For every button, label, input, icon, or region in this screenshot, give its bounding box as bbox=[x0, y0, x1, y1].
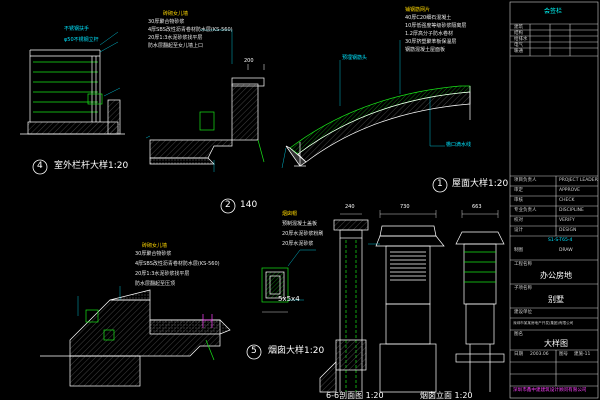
note-parapet-4: 防水层翻起至女儿墙上口 bbox=[148, 43, 204, 49]
dim-elev-a-width: 730 bbox=[400, 204, 410, 210]
detail-4-title: 室外栏杆大样1:20 bbox=[54, 161, 129, 171]
tb-row-1-key: 审定 bbox=[514, 188, 523, 193]
tb-date-label: 日期 bbox=[514, 352, 523, 357]
tb-row-6-val: DRAW bbox=[559, 248, 573, 253]
tb-row-5-key: 设计 bbox=[514, 228, 523, 233]
tb-project-code: S1-S-T65-4 bbox=[548, 238, 573, 243]
tb-sub-value: 别墅 bbox=[548, 295, 564, 304]
note-eave2-4: 防水层翻起至压顶 bbox=[135, 281, 176, 287]
note-rail-0: 不锈钢扶手 bbox=[64, 26, 90, 32]
detail-7-title: 烟囱立面 1:20 bbox=[420, 391, 473, 400]
tb-row-2-val: CHECK bbox=[559, 198, 575, 203]
detail-5-chimney-plan bbox=[261, 249, 316, 313]
note-rail-1: φ50不锈钢立杆 bbox=[64, 37, 99, 43]
tb-row-0-key: 项目负责人 bbox=[514, 178, 537, 183]
note-parapet-0: 砖砌女儿墙 bbox=[163, 11, 189, 17]
tb-sign-1: 结构 bbox=[514, 31, 523, 36]
note-eave2-2: 4厚SBS改性沥青卷材防水层(KS-560) bbox=[135, 261, 220, 267]
note-roof-0: 铺钢筋网片 bbox=[405, 7, 431, 13]
tb-sign-4: 暖通 bbox=[514, 49, 523, 54]
detail-5-title: 烟囱大样1:20 bbox=[268, 346, 325, 356]
dim-chimney-plan: 5x5x4 bbox=[278, 295, 300, 303]
note-parapet-3: 20厚1:3水泥砂浆找平层 bbox=[148, 35, 203, 41]
note-roof-7: 檐口滴水线 bbox=[446, 142, 472, 148]
chimney-elevation-b bbox=[455, 210, 505, 392]
tb-row-1-val: APPROVE bbox=[559, 188, 581, 193]
dim-section-width: 240 bbox=[345, 204, 355, 210]
tb-row-6-key: 制图 bbox=[514, 248, 523, 253]
note-roof-3: 1.2厚高分子防水卷材 bbox=[405, 31, 453, 37]
detail-5-number: 5 bbox=[251, 346, 257, 356]
note-roof-2: 10厚低强度等级砂浆隔离层 bbox=[405, 23, 467, 29]
tb-project-label: 工程名称 bbox=[514, 262, 532, 267]
title-block-frame bbox=[509, 1, 599, 399]
note-parapet-1: 30厚聚合物砂浆 bbox=[148, 19, 185, 25]
note-parapet-2: 4厚SBS改性沥青卷材防水层(KS-560) bbox=[148, 27, 233, 33]
note-roof-1: 40厚C20细石混凝土 bbox=[405, 15, 452, 21]
tb-drawing-label: 图名 bbox=[514, 332, 523, 337]
tb-sub-label: 子项名称 bbox=[514, 286, 532, 291]
tb-footer-company: 深圳市鑫中建建筑设计顾问有限公司 bbox=[513, 388, 587, 393]
dim-parapet-width: 200 bbox=[244, 58, 254, 64]
tb-sign-2: 给排水 bbox=[514, 37, 528, 42]
tb-company-label: 建设单位 bbox=[514, 310, 532, 315]
tb-scale-label: 图号 bbox=[559, 352, 568, 357]
note-roof-4: 30厚挤塑聚苯板保温层 bbox=[405, 39, 457, 45]
detail-4-number: 4 bbox=[37, 161, 43, 171]
tb-countersign-label: 会签栏 bbox=[544, 8, 563, 15]
tb-row-4-val: VERIFY bbox=[559, 218, 575, 223]
tb-row-3-key: 专业负责人 bbox=[514, 208, 537, 213]
tb-row-2-key: 审核 bbox=[514, 198, 523, 203]
note-chimney-2: 20厚水泥砂浆粉刷 bbox=[282, 231, 324, 237]
note-chimney-3: 20厚水泥砂浆 bbox=[282, 241, 314, 247]
chimney-elevation-a bbox=[375, 210, 445, 393]
note-chimney-0: 烟囱帽 bbox=[282, 211, 298, 217]
detail-6-title: 6-6剖面图 1:20 bbox=[326, 391, 384, 400]
tb-date-value: 2003.06 bbox=[530, 352, 549, 357]
detail-2-eave bbox=[145, 29, 265, 172]
detail-2-title: 140 bbox=[240, 200, 258, 210]
note-eave2-0: 砖砌女儿墙 bbox=[142, 243, 168, 249]
note-chimney-1: 预制混凝土盖板 bbox=[282, 221, 318, 227]
note-eave2-1: 30厚聚合物砂浆 bbox=[135, 251, 172, 257]
detail-4-railing bbox=[20, 31, 125, 135]
detail-parapet-section bbox=[40, 286, 231, 387]
detail-2-number: 2 bbox=[225, 200, 231, 210]
tb-sign-3: 电气 bbox=[514, 43, 523, 48]
tb-row-3-val: DISCIPLINE bbox=[559, 208, 584, 213]
tb-row-0-val: PROJECT LEADER bbox=[559, 178, 598, 183]
tb-sign-0: 建筑 bbox=[514, 25, 523, 30]
detail-6-section bbox=[319, 213, 380, 393]
dim-elev-b-width: 663 bbox=[472, 204, 482, 210]
tb-drawing-title: 大样图 bbox=[544, 339, 568, 348]
detail-1-number: 1 bbox=[437, 179, 443, 189]
detail-1-roof bbox=[281, 40, 471, 169]
tb-scale-value: 建施-11 bbox=[574, 352, 591, 357]
note-roof-6: 预埋钢筋头 bbox=[342, 55, 368, 61]
note-roof-5: 钢筋混凝土屋面板 bbox=[405, 47, 446, 53]
tb-row-5-val: DESIGN bbox=[559, 228, 577, 233]
tb-project-value: 办公房地 bbox=[540, 271, 572, 280]
tb-company-value: 深圳市某某房地产开发(集团)有限公司 bbox=[513, 321, 574, 325]
detail-1-title: 屋面大样1:20 bbox=[452, 179, 509, 189]
tb-row-4-key: 校对 bbox=[514, 218, 523, 223]
note-eave2-3: 20厚1:3水泥砂浆找平层 bbox=[135, 271, 190, 277]
